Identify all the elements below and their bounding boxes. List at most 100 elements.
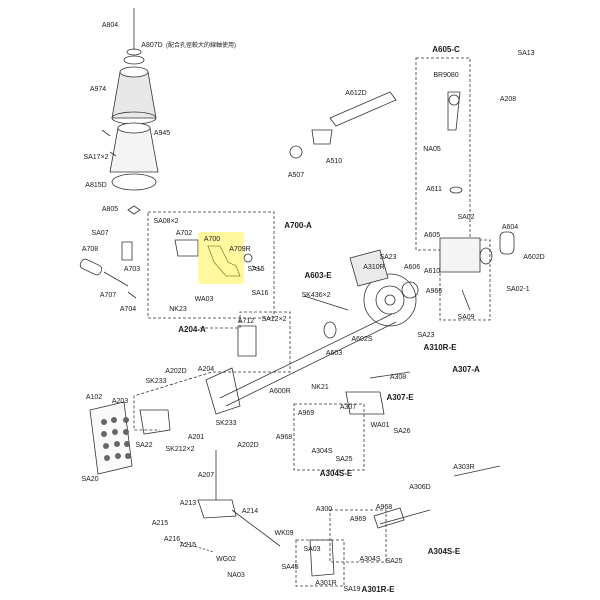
group-box-A304S-E: [294, 404, 364, 470]
part-label-a702: A702: [175, 230, 193, 237]
pedal-plate: [90, 402, 132, 474]
part-label-sa03: SA03: [303, 546, 321, 553]
part-label-na05: NA05: [423, 146, 441, 153]
part-label-a807d: A807D: [141, 42, 163, 49]
part-label-sa13: SA13: [517, 50, 535, 57]
part-label-a307-a: A307-A: [452, 365, 480, 374]
part-label-a202d2: A202D: [237, 442, 259, 449]
spool-note: (配合孔徑較大的線軸使用): [166, 43, 236, 49]
part-label-a968: A968: [275, 434, 293, 441]
part-label-a207: A207: [197, 472, 215, 479]
part-label-a815d: A815D: [85, 182, 107, 189]
part-label-a703: A703: [123, 266, 141, 273]
group-box-A304S-E-2: [330, 510, 386, 562]
part-label-wg02: WG02: [216, 556, 236, 563]
part-label-a208: A208: [499, 96, 517, 103]
part-label-a204-a: A204-A: [178, 325, 206, 334]
part-label-sk233: SK233: [145, 378, 167, 385]
part-label-a700-a: A700-A: [284, 221, 312, 230]
part-label-a700: A700: [203, 236, 221, 243]
part-label-a308: A308: [389, 374, 407, 381]
part-label-wa01: WA01: [370, 422, 390, 429]
part-label-sk436x2: SK436×2: [301, 292, 331, 299]
part-label-a708: A708: [81, 246, 99, 253]
part-label-a969: A969: [297, 410, 315, 417]
group-box-A700-A: [148, 212, 274, 318]
part-label-sa16: SA16: [251, 290, 269, 297]
part-label-a201: A201: [187, 434, 205, 441]
part-label-a310r: A310R: [363, 264, 385, 271]
part-label-sa09: SA09: [457, 314, 475, 321]
part-label-nk21: NK21: [311, 384, 329, 391]
part-label-a304s: A304S: [311, 448, 333, 455]
part-label-a213: A213: [179, 500, 197, 507]
part-label-sa15: SA15: [247, 266, 265, 273]
part-label-sa20: SA20: [81, 476, 99, 483]
part-label-sa23: SA23: [379, 254, 397, 261]
part-label-a945: A945: [153, 130, 171, 137]
part-label-sa22: SA22: [135, 442, 153, 449]
part-label-a712: A712: [237, 318, 255, 325]
part-label-a610: A610: [423, 268, 441, 275]
part-label-a600r: A600R: [269, 388, 291, 395]
part-label-a605-c: A605-C: [432, 45, 460, 54]
part-label-a306d: A306D: [409, 484, 431, 491]
part-label-a707: A707: [99, 292, 117, 299]
part-label-a304sb: A304S: [359, 556, 381, 563]
part-label-a969b: A969: [349, 516, 367, 523]
part-label-a603: A603: [325, 350, 343, 357]
part-label-a602s: A602S: [351, 336, 373, 343]
part-label-a303r: A303R: [453, 464, 475, 471]
part-label-a602d: A602D: [523, 254, 545, 261]
part-label-sa19: SA19: [343, 586, 361, 593]
part-A700: [208, 246, 240, 276]
part-label-a805: A805: [101, 206, 119, 213]
part-label-a804: A804: [101, 22, 119, 29]
part-label-a966: A966: [425, 288, 443, 295]
part-label-a704: A704: [119, 306, 137, 313]
part-label-sa25b: SA25: [385, 558, 403, 565]
part-label-a215b: A215: [179, 542, 197, 549]
part-label-sa25: SA25: [335, 456, 353, 463]
part-label-na03: NA03: [227, 572, 245, 579]
main-shaft: [220, 314, 392, 398]
group-box-A204-A: [134, 312, 290, 430]
part-label-a307-e: A307-E: [386, 393, 414, 402]
part-label-a310r-e: A310R-E: [423, 343, 457, 352]
part-label-wa03: WA03: [194, 296, 214, 303]
part-label-a611: A611: [426, 186, 442, 193]
part-label-sk233b: SK233: [215, 420, 237, 427]
part-label-sa23b: SA23: [417, 332, 435, 339]
highlight-A700: [198, 232, 244, 284]
part-label-sk212x2: SK212×2: [165, 446, 195, 453]
part-label-a204: A204: [197, 366, 215, 373]
part-label-a304s-e: A304S-E: [319, 469, 353, 478]
part-label-a102: A102: [85, 394, 103, 401]
part-label-a603-e: A603-E: [304, 271, 332, 280]
part-label-a968b: A968: [375, 504, 393, 511]
part-label-a507: A507: [287, 172, 305, 179]
part-label-sa07: SA07: [91, 230, 109, 237]
part-label-sa08x2: SA08×2: [153, 218, 179, 225]
part-label-a304s-e2: A304S-E: [427, 547, 461, 556]
part-label-a709r: A709R: [229, 246, 251, 253]
handwheel: [364, 274, 416, 326]
part-label-a604: A604: [501, 224, 519, 231]
part-label-a216: A216: [163, 536, 181, 543]
part-label-a300: A300: [315, 506, 333, 513]
part-label-a301r: A301R: [315, 580, 337, 587]
part-label-sa17x2: SA17×2: [83, 154, 109, 161]
part-label-a202d: A202D: [165, 368, 187, 375]
part-label-a215: A215: [151, 520, 169, 527]
part-label-wk09: WK09: [274, 530, 294, 537]
part-label-a203: A203: [111, 398, 129, 405]
part-label-sa02: SA02: [457, 214, 475, 221]
part-label-a974: A974: [89, 86, 107, 93]
part-label-sa12x2: SA12×2: [261, 316, 287, 323]
part-label-a301r-e: A301R-E: [361, 585, 395, 594]
part-label-a606: A606: [403, 264, 421, 271]
part-label-nk23: NK23: [169, 306, 187, 313]
group-box-A605-C: [416, 58, 490, 320]
part-label-br9080: BR9080: [433, 72, 459, 79]
